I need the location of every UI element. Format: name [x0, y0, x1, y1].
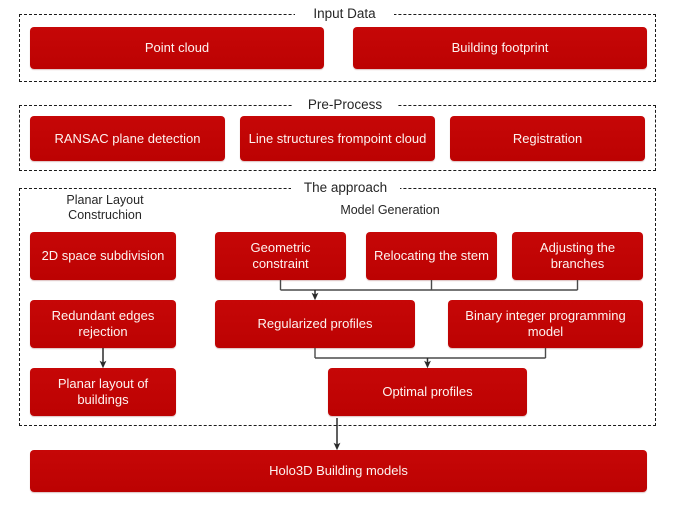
node-planar-layout-of-buildings[interactable]: Planar layout of buildings	[30, 368, 176, 416]
node-2d-space-subdivision[interactable]: 2D space subdivision	[30, 232, 176, 280]
node-holo3d-building-models[interactable]: Holo3D Building models	[30, 450, 647, 492]
column-label-model-generation: Model Generation	[340, 203, 440, 217]
node-point-cloud[interactable]: Point cloud	[30, 27, 324, 69]
node-regularized-profiles[interactable]: Regularized profiles	[215, 300, 415, 348]
column-label-planar-layout: Planar Layout Construchion	[66, 193, 144, 222]
node-ransac-plane-detection[interactable]: RANSAC plane detection	[30, 116, 225, 161]
node-optimal-profiles[interactable]: Optimal profiles	[328, 368, 527, 416]
node-adjusting-the-branches[interactable]: Adjusting the branches	[512, 232, 643, 280]
node-relocating-the-stem[interactable]: Relocating the stem	[366, 232, 497, 280]
node-registration[interactable]: Registration	[450, 116, 645, 161]
group-label-pre-process: Pre-Process	[292, 97, 398, 112]
node-line-structures[interactable]: Line structures frompoint cloud	[240, 116, 435, 161]
node-redundant-edges-rejection[interactable]: Redundant edges rejection	[30, 300, 176, 348]
group-label-the-approach: The approach	[291, 180, 400, 195]
node-geometric-constraint[interactable]: Geometric constraint	[215, 232, 346, 280]
node-binary-integer-programming-model[interactable]: Binary integer programming model	[448, 300, 643, 348]
node-building-footprint[interactable]: Building footprint	[353, 27, 647, 69]
group-label-input-data: Input Data	[295, 6, 394, 21]
